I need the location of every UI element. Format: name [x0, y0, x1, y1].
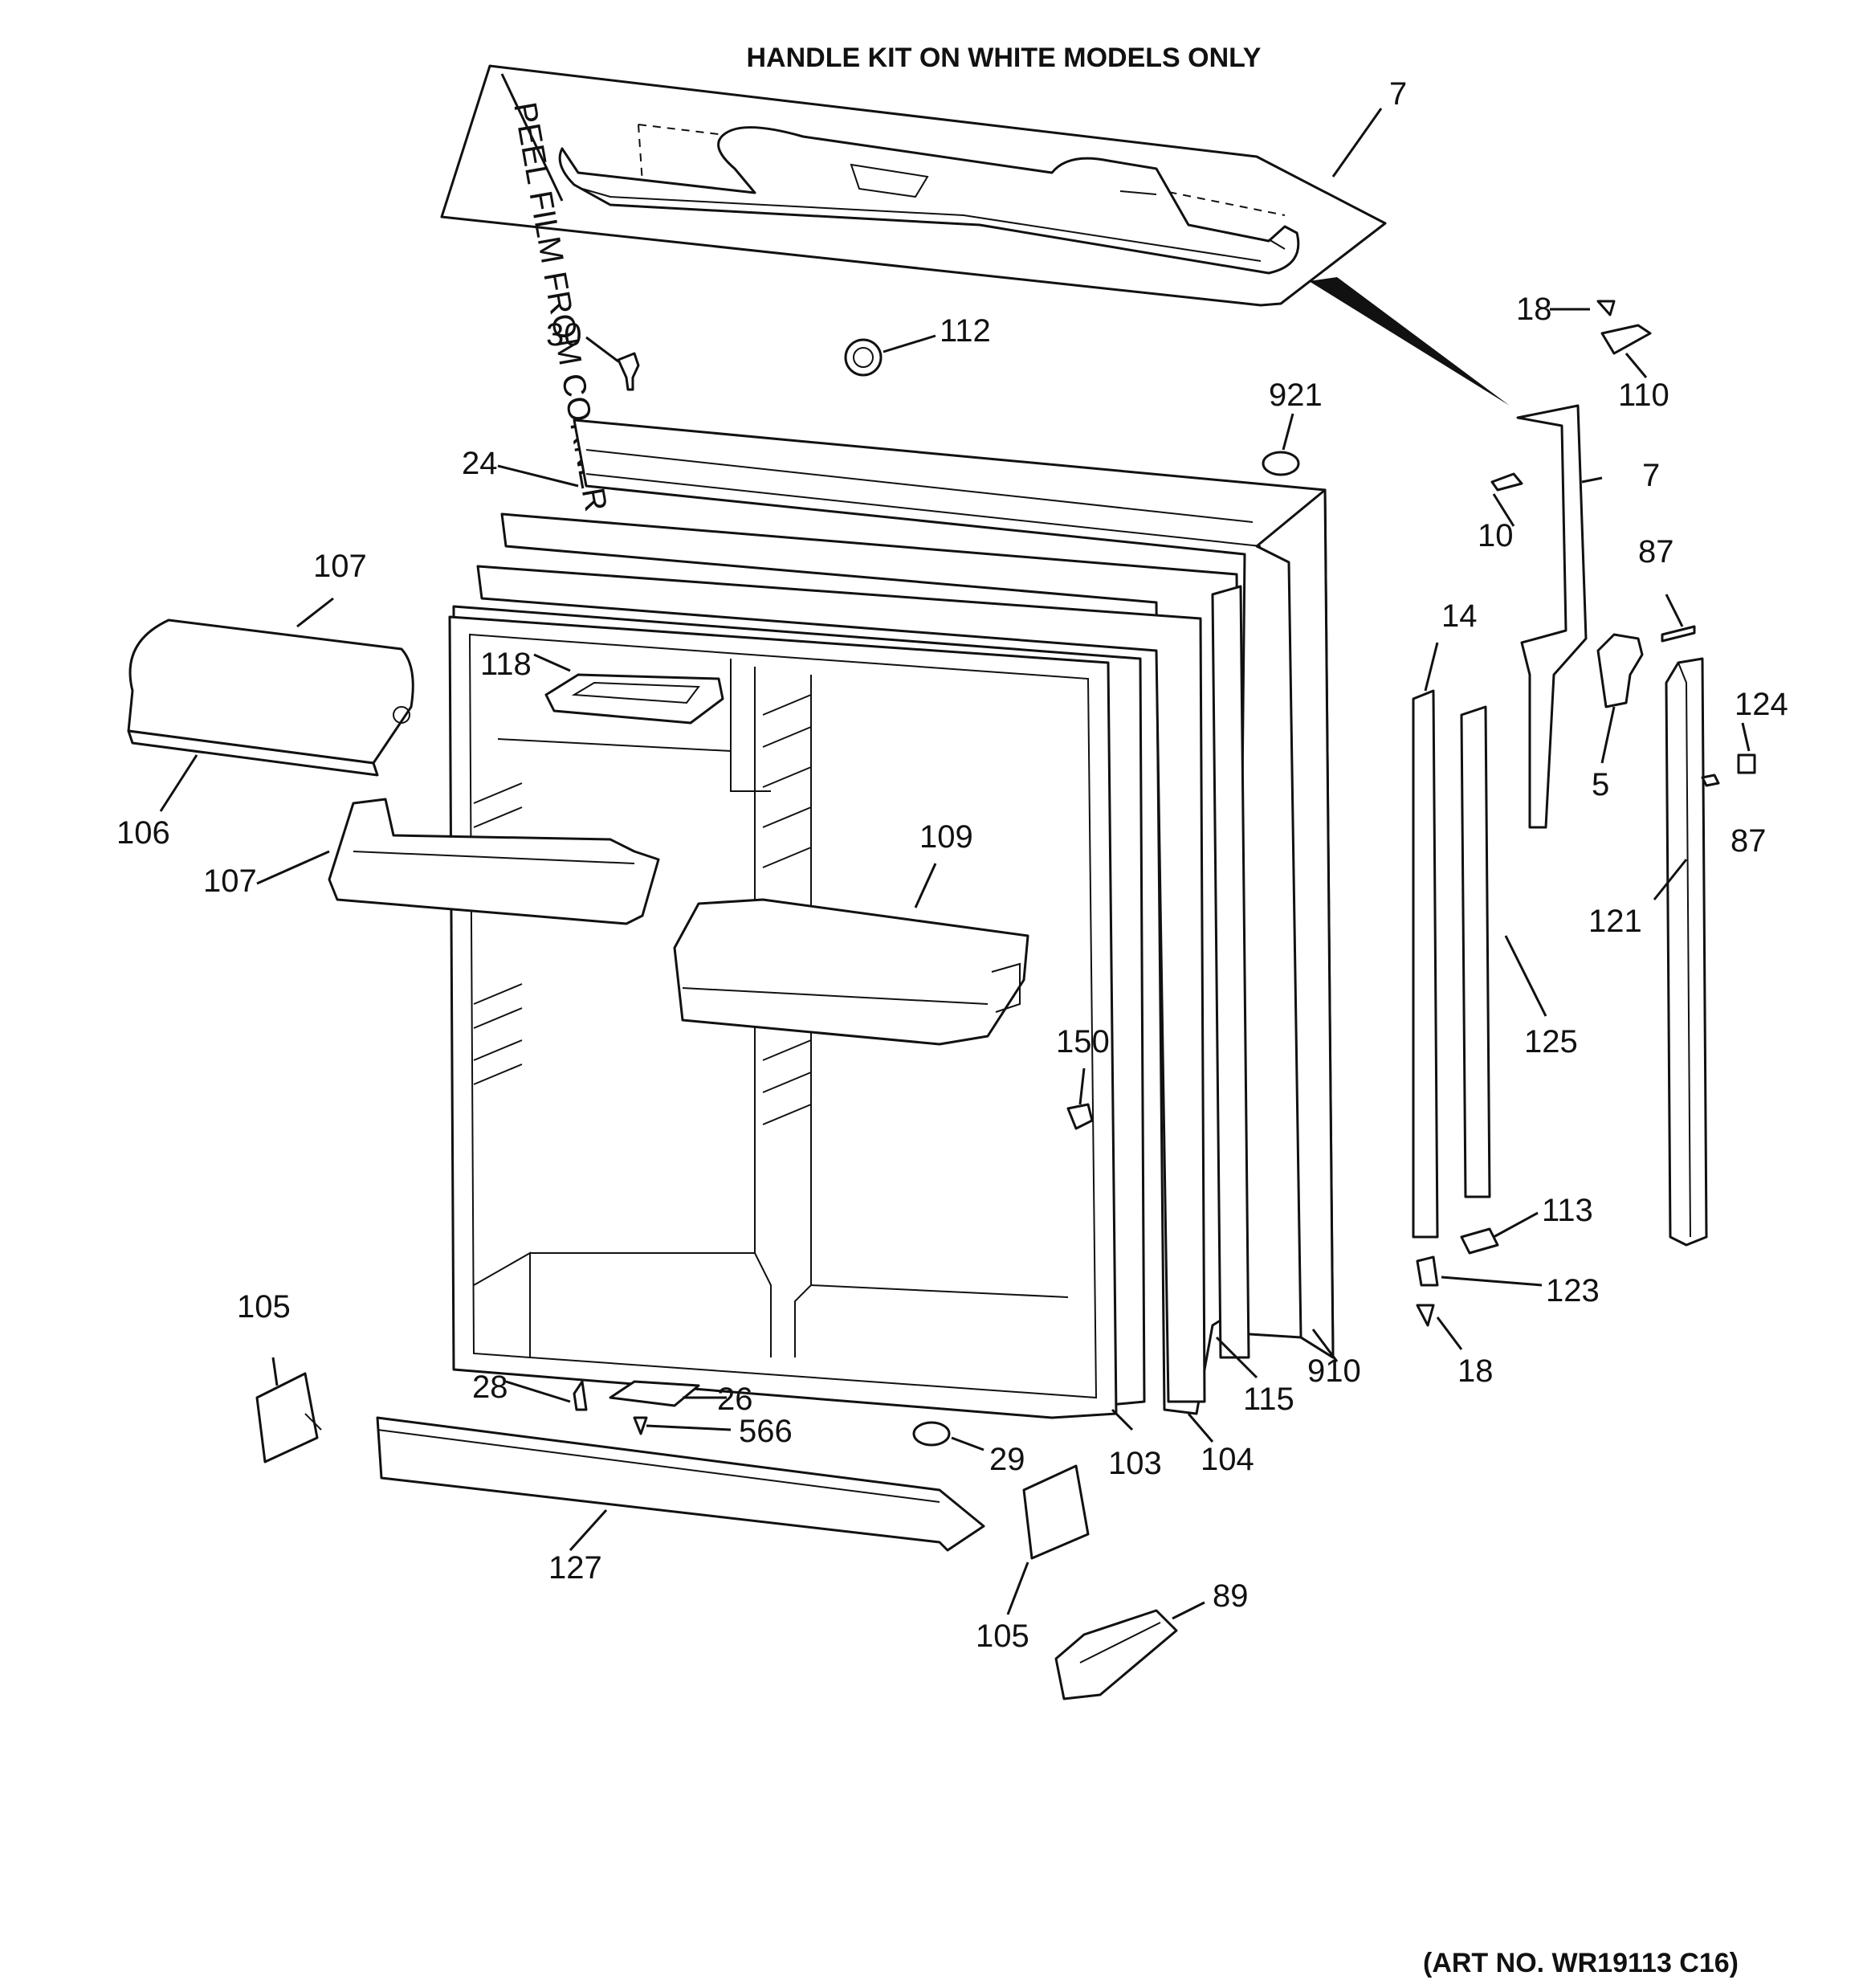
label-105-right: 105 — [976, 1619, 1029, 1654]
pin-28 — [573, 1380, 588, 1411]
screw-30 — [617, 352, 640, 391]
bin-89 — [1054, 1609, 1178, 1700]
label-103: 103 — [1108, 1446, 1162, 1481]
end-cap-105-left — [255, 1372, 322, 1463]
label-118: 118 — [480, 647, 532, 682]
bin-cover-107 — [127, 618, 414, 777]
clip-123 — [1416, 1255, 1439, 1287]
screw-18-top — [1596, 300, 1616, 316]
leader-lines — [159, 108, 1751, 1620]
label-14: 14 — [1441, 598, 1478, 634]
label-18-top: 18 — [1516, 292, 1552, 327]
plug-921 — [1262, 451, 1300, 476]
door-outer-panel — [573, 418, 1335, 1359]
label-107-top: 107 — [313, 549, 367, 584]
label-26: 26 — [717, 1382, 753, 1417]
door-bin-109 — [673, 898, 1029, 1046]
label-10: 10 — [1478, 518, 1514, 553]
plate-26 — [609, 1380, 700, 1407]
handle-7-side — [1516, 404, 1588, 829]
trim-121 — [1665, 657, 1708, 1247]
label-5: 5 — [1592, 767, 1609, 802]
trim-14 — [1412, 689, 1439, 1239]
pointer-wedge — [1309, 277, 1510, 406]
label-110: 110 — [1618, 378, 1669, 413]
screw-566 — [633, 1416, 648, 1435]
plug-112 — [844, 338, 883, 377]
label-107-low: 107 — [203, 863, 257, 899]
label-121: 121 — [1588, 904, 1642, 939]
label-115: 115 — [1243, 1382, 1294, 1417]
hinge-cover-5 — [1596, 633, 1644, 708]
label-28: 28 — [472, 1370, 508, 1405]
label-109: 109 — [919, 819, 973, 855]
label-127: 127 — [548, 1550, 602, 1586]
clip-124 — [1737, 753, 1756, 774]
label-921: 921 — [1269, 378, 1323, 413]
bracket-110 — [1600, 324, 1652, 355]
label-123: 123 — [1546, 1273, 1600, 1308]
label-125: 125 — [1524, 1024, 1578, 1059]
label-104: 104 — [1201, 1442, 1254, 1477]
screw-87-top — [1661, 625, 1696, 643]
label-7-side: 7 — [1642, 458, 1660, 493]
label-105-left: 105 — [237, 1289, 291, 1325]
label-87-top: 87 — [1638, 534, 1674, 569]
label-113: 113 — [1542, 1193, 1593, 1228]
label-89: 89 — [1213, 1578, 1249, 1614]
label-910: 910 — [1307, 1353, 1361, 1389]
art-number: (ART NO. WR19113 C16) — [1423, 1948, 1739, 1978]
label-150: 150 — [1056, 1024, 1110, 1059]
clip-10 — [1490, 472, 1523, 492]
label-106: 106 — [116, 815, 170, 851]
shelf-118 — [544, 673, 724, 725]
diagram-header: HANDLE KIT ON WHITE MODELS ONLY — [747, 43, 1262, 73]
label-7-top: 7 — [1389, 76, 1407, 112]
door-bin-107 — [328, 798, 660, 925]
shelf-ribs — [473, 694, 812, 1125]
end-cap-105-right — [1022, 1464, 1090, 1560]
trim-125 — [1460, 705, 1491, 1198]
part-labels: 7 18 110 30 112 921 24 7 10 87 107 118 1… — [116, 76, 1788, 1654]
block-113 — [1460, 1227, 1499, 1255]
label-112: 112 — [940, 313, 991, 349]
screw-150 — [1066, 1103, 1094, 1130]
kick-plate-127 — [376, 1416, 985, 1552]
label-24: 24 — [462, 446, 498, 481]
label-87-low: 87 — [1731, 823, 1767, 859]
screw-18-low — [1416, 1304, 1435, 1327]
bumper-29 — [912, 1421, 951, 1447]
label-566: 566 — [739, 1414, 793, 1449]
label-30: 30 — [546, 317, 582, 353]
screw-87-low — [1701, 774, 1720, 787]
label-18-low: 18 — [1457, 1353, 1494, 1389]
label-124: 124 — [1735, 687, 1788, 722]
label-29: 29 — [989, 1442, 1025, 1477]
